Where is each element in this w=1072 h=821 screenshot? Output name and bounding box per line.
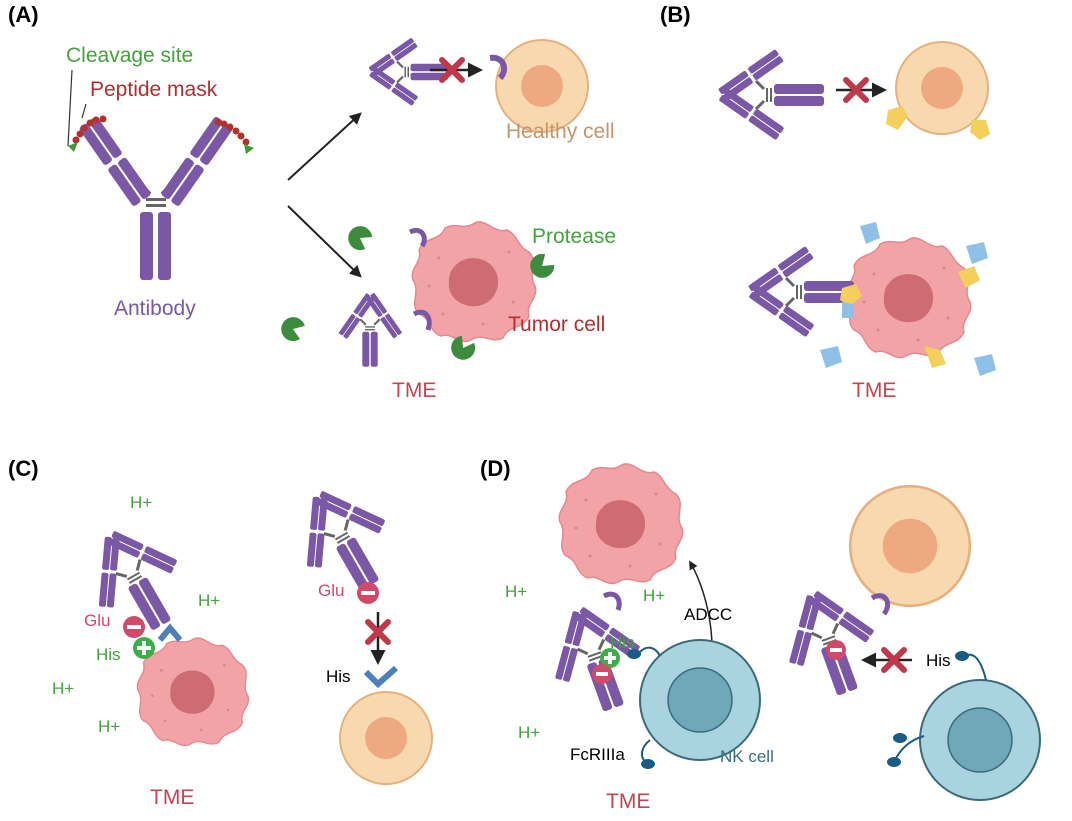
antigen-blue-icon-3 — [966, 242, 988, 264]
tumor-receptor-d — [602, 591, 622, 611]
plus-charge-icon-c — [133, 637, 155, 659]
panel-c-label: (C) — [8, 456, 39, 481]
antigen-blue-icon-5 — [974, 354, 996, 376]
healthy-cell-label: Healthy cell — [506, 120, 615, 143]
his-receptor-c — [157, 623, 183, 642]
healthy-cell-c — [339, 691, 433, 785]
healthy-receptor-d — [870, 593, 890, 616]
d-hplus-1: H+ — [505, 582, 527, 601]
c-his-right-label: His — [326, 667, 351, 686]
fcriiia-label: FcRIIIa — [570, 745, 625, 764]
cleavage-site-label: Cleavage site — [66, 44, 193, 67]
antigen-yellow-icon-5 — [924, 346, 946, 368]
antigen-blue-icon-1 — [842, 302, 854, 318]
fcr-stem-4 — [895, 735, 925, 759]
arrow-to-tumor — [287, 205, 362, 278]
panel-d-tme-label: TME — [606, 790, 650, 813]
antigen-yellow-icon-1 — [886, 106, 908, 130]
cleavage-site-left-icon — [68, 142, 78, 152]
masked-antibody-small — [368, 37, 448, 105]
tumor-cell-label: Tumor cell — [508, 313, 605, 336]
healthy-cell-d — [848, 484, 972, 608]
d-his-label: His — [610, 633, 635, 652]
mask-pointer-line — [81, 103, 87, 119]
bound-receptor-icon — [412, 309, 432, 331]
protease-label: Protease — [532, 225, 616, 248]
antigen-yellow-icon-4 — [958, 266, 980, 288]
adcc-arrow — [689, 560, 713, 649]
panel-b-label: (B) — [660, 2, 691, 27]
masked-antibody-large — [79, 116, 233, 280]
c-glu-right-label: Glu — [318, 581, 344, 600]
fcr-stem-2 — [640, 739, 651, 763]
panel-b-tme-label: TME — [852, 379, 896, 402]
peptide-mask-right — [214, 118, 250, 146]
peptide-mask-left — [72, 115, 107, 144]
d-hplus-3: H+ — [518, 723, 540, 742]
c-hplus-1: H+ — [130, 493, 152, 512]
tumor-cell-d — [558, 463, 684, 585]
d-hplus-2: H+ — [643, 586, 665, 605]
cleavage-site-right-icon — [244, 144, 254, 154]
minus-charge-icon-d — [592, 664, 612, 684]
panel-d-label: (D) — [480, 456, 511, 481]
healthy-receptor-icon — [489, 54, 508, 81]
panel-c-tme-label: TME — [150, 786, 194, 809]
antigen-yellow-icon-3 — [840, 284, 862, 306]
tumor-receptor-icon — [408, 228, 427, 248]
minus-charge-icon-c — [123, 616, 145, 638]
panel-a-tme-label: TME — [392, 379, 436, 402]
c-hplus-2: H+ — [198, 591, 220, 610]
his-receptor-c-right — [363, 665, 398, 689]
fcriiia-receptor-icon-4 — [887, 757, 901, 767]
fcriiia-receptor-icon-1 — [627, 649, 641, 659]
protease-icon-1 — [343, 221, 375, 254]
c-hplus-3: H+ — [52, 679, 74, 698]
fcriiia-receptor-icon-3 — [955, 651, 969, 661]
cleavage-pointer-line — [67, 69, 73, 147]
c-his-label: His — [96, 645, 121, 664]
antigen-yellow-icon-2 — [970, 120, 990, 140]
plus-charge-icon-d — [600, 648, 620, 668]
d-his-right-label: His — [926, 651, 951, 670]
antibody-label: Antibody — [114, 297, 196, 320]
nk-cell-right — [919, 679, 1041, 801]
fcriiia-receptor-icon-2 — [641, 759, 655, 769]
antigen-blue-icon-2 — [860, 222, 880, 244]
fcriiia-receptor-icon-5 — [893, 733, 907, 743]
antigen-blue-icon-4 — [820, 346, 842, 368]
antibody-d-left — [535, 593, 657, 724]
tumor-cell-c — [136, 637, 250, 747]
nk-cell-label: NK cell — [720, 747, 774, 766]
nk-cell-left — [639, 639, 761, 761]
antibody-b-top — [718, 49, 824, 140]
peptide-mask-label: Peptide mask — [90, 78, 218, 101]
healthy-cell — [495, 39, 589, 133]
c-hplus-4: H+ — [98, 717, 120, 736]
unmasked-antibody — [338, 293, 402, 367]
minus-charge-icon-c-right — [357, 582, 379, 604]
fcr-stem-1 — [639, 646, 661, 657]
antibody-b-bound — [748, 246, 854, 337]
panel-a-label: (A) — [8, 2, 39, 27]
protease-icon-3 — [277, 313, 307, 344]
tumor-cell-b — [846, 237, 972, 359]
c-glu-label: Glu — [84, 611, 110, 630]
arrow-to-healthy — [287, 112, 362, 181]
minus-charge-icon-d-right — [826, 640, 846, 660]
